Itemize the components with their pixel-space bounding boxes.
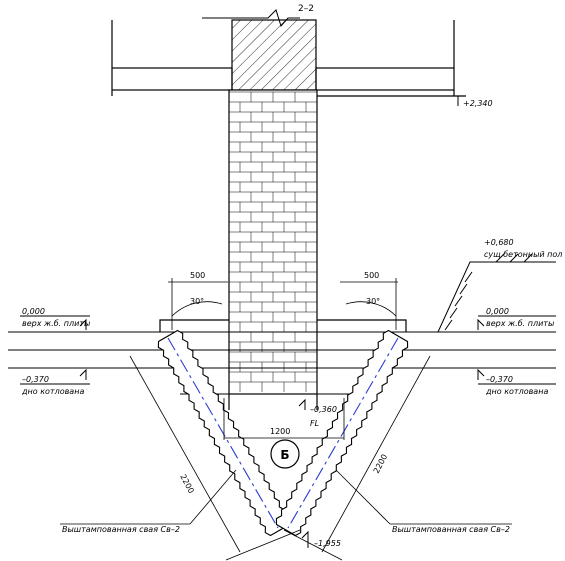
dim-left-pile-length: 2200 [178,473,196,495]
pit-edges [159,319,407,410]
floor-note: сущ.бетонный пол [484,250,562,259]
level-pit-right: –0,370 [486,375,513,384]
pit-left-note: дно котлована [21,387,84,396]
section-title: 2–2 [298,4,314,14]
dim-base-width: 1200 [270,427,290,436]
existing-floor-slope [437,253,556,333]
node-label: Б [280,448,289,462]
dimension-lines [129,278,431,561]
foundation-note: FL [310,419,319,428]
section-title-group: 2–2 [202,4,314,28]
level-pit-left: –0,370 [22,375,49,384]
pile-leaders [60,469,512,525]
level-pile-tip: –1,955 [314,539,341,548]
level-top: +2,340 [463,99,493,108]
left-pile-label: Выштампованная свая Св–2 [62,525,180,534]
brick-column [228,89,318,395]
concrete-column [231,19,317,91]
pit-right-note: дно котлована [485,387,548,396]
dim-left-angle: 30° [190,297,204,306]
node-marker: Б [270,439,300,469]
level-slab-left: 0,000 [22,307,45,316]
slab-right-note: верх ж.б. плиты [486,319,554,328]
dim-right-angle: 30° [366,297,380,306]
right-pile-label: Выштампованная свая Св–2 [392,525,510,534]
dim-left-offset: 500 [190,271,205,280]
level-foundation: –0,360 [310,405,337,414]
level-slab-right: 0,000 [486,307,509,316]
level-markers [20,95,556,548]
slab-left-note: верх ж.б. плиты [22,319,90,328]
level-floor: +0,680 [484,238,514,247]
dim-right-offset: 500 [364,271,379,280]
